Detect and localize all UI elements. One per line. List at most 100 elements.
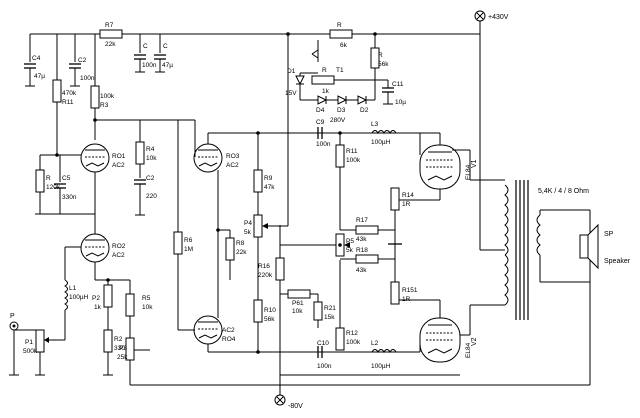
svg-text:100µH: 100µH: [371, 363, 391, 370]
svg-text:D4: D4: [316, 107, 325, 114]
svg-text:D3: D3: [337, 107, 346, 114]
svg-text:D1: D1: [287, 68, 296, 75]
svg-text:R5: R5: [142, 295, 151, 302]
svg-text:R151: R151: [402, 287, 418, 294]
grid-network-ro1: R 120k C5 330n: [35, 118, 195, 215]
svg-text:R: R: [322, 67, 327, 74]
svg-text:22k: 22k: [236, 249, 247, 256]
svg-text:43k: 43k: [356, 267, 367, 274]
svg-text:R: R: [337, 22, 342, 29]
phase-split-network: R8 22k R9 47k P4 5k R10 56k: [216, 131, 288, 354]
svg-text:R10: R10: [264, 307, 276, 314]
svg-text:5k: 5k: [346, 247, 354, 254]
svg-text:RO1: RO1: [112, 153, 126, 160]
svg-text:R11: R11: [346, 148, 358, 155]
svg-text:C11: C11: [392, 81, 404, 88]
svg-text:R8: R8: [236, 240, 245, 247]
c-capacitor-1: C 100n: [134, 34, 157, 73]
tube-v1[interactable]: V1 EL84: [395, 132, 478, 201]
r151-resistor: R151 1R: [390, 281, 418, 305]
feedback-wire: [480, 282, 591, 386]
svg-text:C5: C5: [62, 175, 71, 182]
svg-text:C2: C2: [146, 175, 155, 182]
svg-text:43k: 43k: [356, 236, 367, 243]
svg-text:100n: 100n: [316, 141, 331, 148]
svg-text:1k: 1k: [94, 304, 102, 311]
svg-text:C10: C10: [317, 340, 329, 347]
svg-text:22k: 22k: [105, 41, 116, 48]
p1-pot: [35, 329, 45, 353]
svg-text:220: 220: [146, 193, 157, 200]
neg-label: -80V: [288, 403, 303, 410]
svg-text:AC2: AC2: [112, 162, 125, 169]
svg-text:P2: P2: [92, 295, 100, 302]
svg-text:Speaker: Speaker: [604, 258, 631, 265]
upper-drive: C9 100n L3 100µH R11 100k: [316, 119, 421, 230]
r-120k-resistor: [35, 169, 45, 193]
r11-grid-resistor: [335, 144, 345, 168]
svg-text:120k: 120k: [46, 184, 61, 191]
svg-text:56k: 56k: [264, 316, 275, 323]
svg-text:100k: 100k: [100, 93, 115, 100]
svg-text:56k: 56k: [378, 61, 389, 68]
svg-text:10µ: 10µ: [395, 99, 406, 106]
tube-ro4: AC2 RO4: [193, 315, 320, 353]
r12-grid-resistor: [335, 327, 345, 351]
lower-drive: C10 100n L2 100µH R12 100k: [317, 260, 421, 370]
svg-text:1k: 1k: [322, 88, 330, 95]
r14-resistor: R14 1R: [390, 187, 414, 211]
svg-text:1R: 1R: [402, 201, 411, 208]
svg-text:P61: P61: [292, 300, 304, 307]
cathode-ro2: P2 1k R2 330 R5 10k P3 25k: [92, 262, 480, 386]
svg-text:47µ: 47µ: [34, 73, 45, 80]
transformer-impedance: 5,4K / 4 / 8 Ohm: [538, 188, 589, 195]
tube-ro1: RO1 AC2: [80, 143, 126, 173]
svg-text:5k: 5k: [244, 229, 252, 236]
svg-text:R3: R3: [100, 102, 109, 109]
svg-text:R12: R12: [346, 330, 358, 337]
svg-text:AC2: AC2: [226, 162, 239, 169]
svg-text:330n: 330n: [62, 194, 77, 201]
c4-capacitor: C4 47µ: [24, 34, 45, 87]
r7-resistor: R7 22k: [99, 22, 123, 48]
svg-text:RO3: RO3: [226, 153, 240, 160]
svg-text:100n: 100n: [142, 62, 157, 69]
svg-text:100n: 100n: [317, 363, 332, 370]
c2-top-capacitor: C2 100n: [69, 34, 95, 87]
svg-text:C: C: [163, 43, 168, 50]
r11-resistor: 470k R11: [52, 34, 77, 155]
svg-text:R2: R2: [114, 336, 123, 343]
hv-label: +430V: [488, 14, 509, 21]
c-capacitor-2: C 47µ: [154, 34, 173, 73]
speaker[interactable]: SP Speaker: [579, 210, 631, 282]
r18-resistor: [355, 254, 379, 264]
tube-v2[interactable]: V2 EL84: [395, 299, 478, 363]
svg-text:R16: R16: [258, 263, 270, 270]
r-6k-resistor: [329, 29, 353, 39]
r9-resistor: [253, 169, 263, 193]
svg-text:1R: 1R: [402, 296, 411, 303]
tube-ro3: RO3 AC2: [193, 120, 420, 173]
svg-text:P5: P5: [346, 238, 354, 245]
svg-text:P1: P1: [25, 339, 33, 346]
svg-text:R7: R7: [105, 22, 114, 29]
r4-resistor: R4 10k: [135, 120, 157, 178]
r21-resistor: [313, 301, 323, 321]
svg-text:C4: C4: [32, 55, 41, 62]
svg-text:15k: 15k: [324, 314, 335, 321]
svg-text:R6: R6: [184, 237, 193, 244]
svg-text:10k: 10k: [146, 155, 157, 162]
p2-pot: [103, 284, 113, 308]
svg-text:47k: 47k: [264, 184, 275, 191]
r2-resistor: [103, 329, 113, 353]
svg-text:V1: V1: [471, 159, 478, 168]
r8-resistor: [225, 237, 235, 261]
svg-text:EL84: EL84: [465, 164, 472, 180]
svg-text:100µH: 100µH: [69, 294, 89, 301]
svg-text:500k: 500k: [23, 348, 38, 355]
svg-text:P4: P4: [244, 220, 252, 227]
svg-text:R17: R17: [356, 217, 368, 224]
tube-ro2: RO2 AC2: [80, 214, 126, 263]
svg-text:L3: L3: [371, 121, 379, 128]
svg-text:AC2: AC2: [222, 327, 235, 334]
